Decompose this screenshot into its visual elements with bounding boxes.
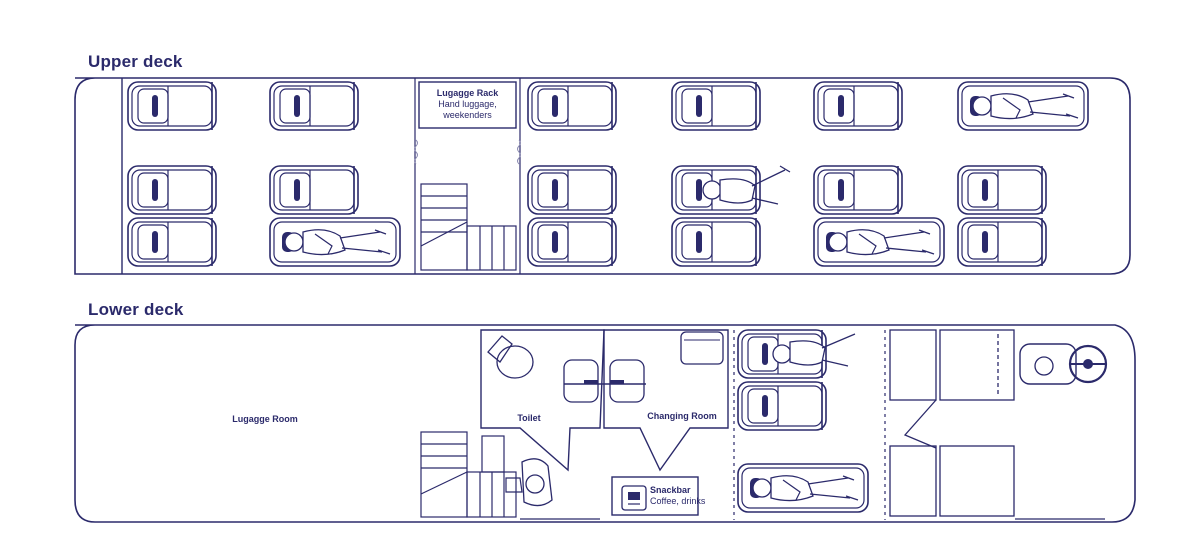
- seated-passenger-icon: [772, 333, 856, 367]
- changing-room: [603, 329, 729, 472]
- snackbar: [611, 476, 699, 516]
- luggage-rack-label: Lugagge Rack Hand luggage, weekenders: [419, 88, 516, 121]
- seat[interactable]: [127, 165, 217, 215]
- seat[interactable]: [527, 217, 617, 267]
- upper-deck-outline: [74, 77, 1131, 275]
- luggage-rack-title: Lugagge Rack: [436, 88, 499, 98]
- seat[interactable]: [527, 165, 617, 215]
- door-handle-icon: [563, 359, 645, 403]
- seat[interactable]: [269, 81, 359, 131]
- snackbar-desc: Coffee, drinks: [650, 496, 706, 506]
- snackbar-title: Snackbar: [650, 485, 691, 495]
- seat[interactable]: [127, 217, 217, 267]
- standing-person-icon: [505, 458, 553, 507]
- luggage-rack: [418, 81, 517, 129]
- seat[interactable]: [957, 217, 1047, 267]
- changing-room-label: Changing Room: [647, 411, 717, 421]
- staircase-icon: [420, 183, 517, 271]
- seat[interactable]: [957, 165, 1047, 215]
- luggage-rack-desc-1: Hand luggage,: [438, 99, 497, 109]
- reclined-seat-with-passenger[interactable]: [737, 463, 869, 513]
- steering-wheel-icon: [1019, 343, 1108, 385]
- reclined-seat-with-passenger[interactable]: [813, 217, 945, 267]
- sink-icon: [680, 331, 724, 365]
- luggage-room-label: Lugagge Room: [232, 414, 298, 424]
- toilet-room: [480, 329, 605, 472]
- seat[interactable]: [813, 165, 903, 215]
- upper-deck: [74, 77, 1131, 275]
- seat[interactable]: [269, 165, 359, 215]
- seat[interactable]: [127, 81, 217, 131]
- seat[interactable]: [671, 217, 761, 267]
- reclined-seat-with-passenger[interactable]: [957, 81, 1089, 131]
- luggage-rack-desc-2: weekenders: [443, 110, 492, 120]
- seat[interactable]: [527, 81, 617, 131]
- lower-staircase-icon: [420, 431, 517, 518]
- lower-deck-outline: [74, 324, 1136, 523]
- snackbar-label: Snackbar Coffee, drinks: [650, 485, 706, 507]
- seated-passenger-icon: [702, 165, 791, 205]
- toilet-label: Toilet: [517, 413, 541, 423]
- lower-deck: [74, 324, 1136, 523]
- reclined-seat-with-passenger[interactable]: [269, 217, 401, 267]
- upper-deck-title: Upper deck: [88, 52, 183, 71]
- toilet-icon: [487, 335, 534, 379]
- seat[interactable]: [737, 381, 827, 431]
- seat[interactable]: [813, 81, 903, 131]
- coffee-machine-icon: [621, 485, 647, 511]
- lower-deck-title: Lower deck: [88, 300, 184, 319]
- seat[interactable]: [671, 81, 761, 131]
